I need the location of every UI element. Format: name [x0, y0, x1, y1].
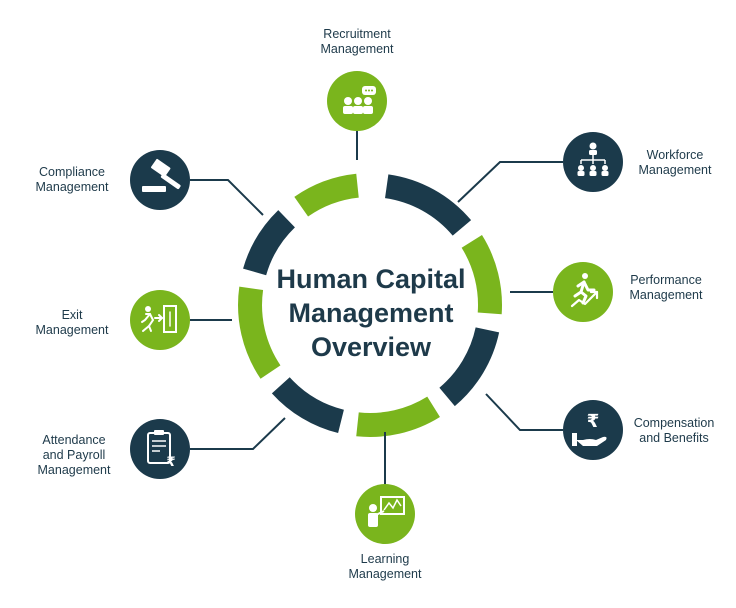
ring-segment-compensation: [439, 327, 500, 407]
svg-text:₹: ₹: [587, 411, 600, 432]
ring-segment-recruitment: [294, 173, 360, 217]
runner-arrow-icon: [570, 273, 599, 308]
ring-segment-compliance: [243, 210, 296, 276]
label-recruitment-line-1: Recruitment: [323, 27, 391, 41]
label-compensation-line-1: Compensation: [633, 416, 715, 430]
label-workforce-line-2: Management: [638, 163, 712, 177]
diagram-title: Human Capital Management Overview: [248, 262, 494, 364]
label-attendance-line-2: and Payroll: [42, 448, 106, 462]
connector-attendance: [190, 417, 286, 450]
connector-workforce: [457, 161, 563, 203]
label-attendance-line-3: Management: [37, 463, 111, 477]
label-performance-line-1: Performance: [630, 273, 702, 287]
node-learning: [355, 484, 415, 544]
label-exit: Exit Management: [26, 308, 118, 338]
connector-lines: [190, 131, 563, 484]
node-workforce: [563, 132, 623, 192]
title-line-1: Human Capital: [276, 264, 466, 294]
label-workforce: Workforce Management: [630, 148, 720, 178]
svg-text:₹: ₹: [166, 455, 175, 470]
ring-segment-exit: [238, 286, 281, 379]
connector-compensation: [485, 393, 563, 431]
node-performance: [553, 262, 613, 322]
node-attendance: ₹: [130, 419, 190, 479]
gavel-icon: [142, 158, 181, 192]
label-learning-line-2: Management: [348, 567, 422, 581]
label-learning-line-1: Learning: [360, 552, 410, 566]
label-performance: Performance Management: [620, 273, 712, 303]
node-exit: [130, 290, 190, 350]
label-learning: Learning Management: [340, 552, 430, 582]
label-recruitment-line-2: Management: [320, 42, 394, 56]
ring-segment-attendance: [271, 376, 345, 434]
node-compensation: ₹: [563, 400, 623, 460]
clipboard-rupee-icon: ₹: [147, 430, 176, 470]
connector-compliance: [190, 179, 264, 216]
exit-door-icon: [141, 305, 177, 333]
title-line-2: Management: [288, 298, 454, 328]
label-compliance: Compliance Management: [26, 165, 118, 195]
ring-segments: [238, 173, 502, 437]
label-recruitment: Recruitment Management: [312, 27, 402, 57]
ring-segment-workforce: [384, 174, 472, 236]
title-line-3: Overview: [310, 332, 432, 362]
label-compensation: Compensation and Benefits: [628, 416, 720, 446]
label-attendance: Attendance and Payroll Management: [24, 433, 124, 478]
people-chat-icon: [343, 86, 376, 114]
label-exit-line-1: Exit: [61, 308, 83, 322]
label-performance-line-2: Management: [629, 288, 703, 302]
presentation-board-icon: [368, 496, 405, 527]
node-compliance: [130, 150, 190, 210]
label-compliance-line-1: Compliance: [38, 165, 105, 179]
ring-segment-learning: [356, 396, 440, 437]
label-exit-line-2: Management: [35, 323, 109, 337]
label-workforce-line-1: Workforce: [646, 148, 704, 162]
label-compensation-line-2: and Benefits: [639, 431, 709, 445]
rupee-hand-icon: ₹: [572, 411, 607, 446]
label-attendance-line-1: Attendance: [42, 433, 106, 447]
org-chart-icon: [577, 142, 609, 176]
label-compliance-line-2: Management: [35, 180, 109, 194]
node-recruitment: [327, 71, 387, 131]
ring-segment-performance: [461, 235, 502, 315]
